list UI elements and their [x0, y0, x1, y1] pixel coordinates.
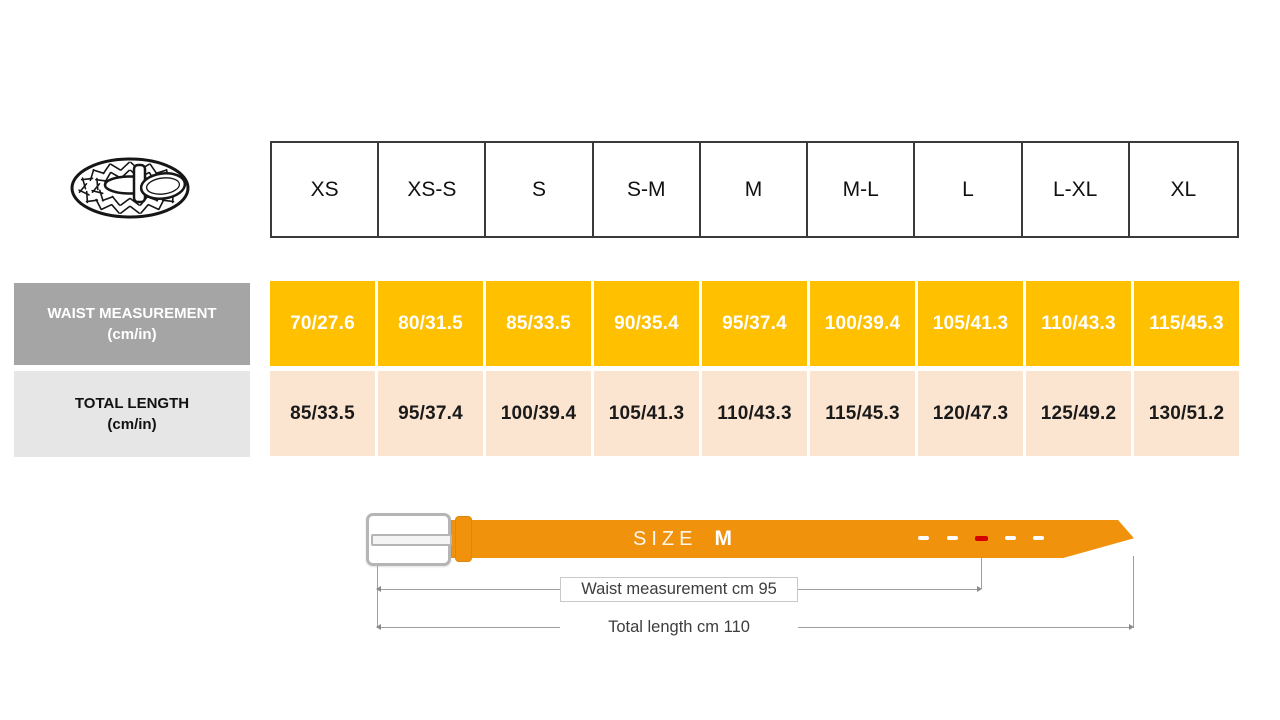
belt-hole — [1005, 536, 1016, 540]
waist-values-row: 70/27.6 80/31.5 85/33.5 90/35.4 95/37.4 … — [270, 281, 1239, 366]
length-value-cell: 110/43.3 — [702, 371, 807, 456]
arrowhead-left-icon — [376, 624, 381, 630]
length-value-cell: 100/39.4 — [486, 371, 591, 456]
length-value-cell: 95/37.4 — [378, 371, 483, 456]
waist-value-cell: 110/43.3 — [1026, 281, 1131, 366]
waist-dimension-line — [380, 589, 560, 590]
length-value-cell: 85/33.5 — [270, 371, 375, 456]
size-header-cell-xs-s: XS-S — [379, 143, 487, 236]
waist-value-cell: 105/41.3 — [918, 281, 1023, 366]
arrowhead-right-icon — [1129, 624, 1134, 630]
waist-value-cell: 85/33.5 — [486, 281, 591, 366]
waist-value-cell: 95/37.4 — [702, 281, 807, 366]
belt-hole — [918, 536, 929, 540]
length-row-label: TOTAL LENGTH (cm/in) — [14, 371, 250, 457]
length-row-label-line1: TOTAL LENGTH — [74, 395, 190, 412]
length-row-label-line2: (cm/in) — [107, 416, 157, 433]
belt-hole — [1033, 536, 1044, 540]
size-header-cell-m-l: M-L — [808, 143, 916, 236]
total-length-annotation: Total length cm 110 — [560, 615, 798, 640]
size-header-cell-s-m: S-M — [594, 143, 701, 236]
waist-row-label: WAIST MEASUREMENT (cm/in) — [14, 283, 250, 365]
length-value-cell: 105/41.3 — [594, 371, 699, 456]
waist-dimension-line — [798, 589, 979, 590]
belt-keeper — [455, 516, 472, 562]
belt-hole — [947, 536, 958, 540]
arrowhead-right-icon — [977, 586, 982, 592]
braided-belt-icon — [70, 157, 190, 219]
waist-measurement-annotation: Waist measurement cm 95 — [560, 577, 798, 602]
arrowhead-left-icon — [376, 586, 381, 592]
waist-value-cell: 90/35.4 — [594, 281, 699, 366]
belt-buckle — [366, 513, 452, 566]
size-header-cell-xs: XS — [272, 143, 380, 236]
belt-icon-tip — [139, 172, 187, 200]
total-dimension-line — [798, 627, 1131, 628]
waist-value-cell: 70/27.6 — [270, 281, 375, 366]
hole-guide-line — [981, 545, 982, 589]
size-header-cell-l-xl: L-XL — [1023, 143, 1130, 236]
length-value-cell: 130/51.2 — [1134, 371, 1239, 456]
length-value-cell: 120/47.3 — [918, 371, 1023, 456]
tip-guide-line — [1133, 556, 1134, 628]
waist-value-cell: 100/39.4 — [810, 281, 915, 366]
length-value-cell: 125/49.2 — [1026, 371, 1131, 456]
total-dimension-line — [380, 627, 560, 628]
length-value-cell: 115/45.3 — [810, 371, 915, 456]
size-header-cell-s: S — [486, 143, 594, 236]
belt-size-label: SIZE M — [633, 520, 732, 558]
belt-size-label-value: M — [714, 527, 732, 550]
size-header-cell-xl: XL — [1170, 177, 1197, 201]
waist-row-label-line2: (cm/in) — [107, 326, 157, 343]
belt-hole-highlighted — [975, 536, 988, 541]
belt-size-label-prefix: SIZE — [633, 527, 698, 550]
waist-value-cell: 80/31.5 — [378, 281, 483, 366]
waist-value-cell: 115/45.3 — [1134, 281, 1239, 366]
length-values-row: 85/33.5 95/37.4 100/39.4 105/41.3 110/43… — [270, 371, 1239, 456]
buckle-guide-line — [377, 566, 378, 628]
size-header-row: XS XS-S S S-M M M-L L L-XL XL — [270, 141, 1239, 238]
size-header-cell-l: L — [915, 143, 1023, 236]
waist-row-label-line1: WAIST MEASUREMENT — [47, 305, 217, 322]
belt-strap-illustration: SIZE M — [440, 520, 1134, 558]
size-header-cell-m: M — [701, 143, 809, 236]
belt-buckle-prong — [371, 533, 452, 546]
